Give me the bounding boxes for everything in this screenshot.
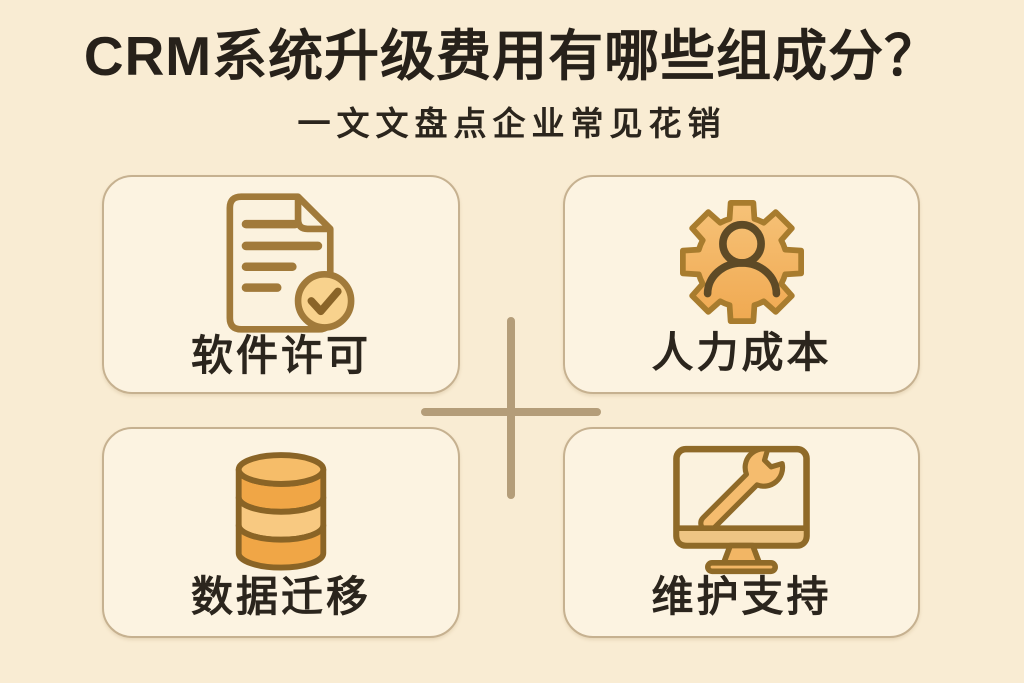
gear-person-icon [679,199,804,324]
card-icon-area [678,191,806,332]
plus-icon [507,317,515,499]
card-label: 人力成本 [651,329,832,376]
card-label: 维护支持 [651,573,832,620]
card-labor-cost: 人力成本 [563,175,920,394]
database-icon [235,451,327,570]
card-icon-area [205,191,357,335]
page-subtitle: 一文文盘点企业常见花销 [297,104,727,142]
card-icon-area [671,443,812,576]
card-data-migration: 数据迁移 [102,427,460,638]
document-check-icon [226,193,355,333]
page-title: CRM系统升级费用有哪些组成分？ [83,25,941,87]
card-label: 数据迁移 [190,573,371,620]
monitor-wrench-icon [673,445,810,575]
card-label: 软件许可 [190,332,371,379]
card-maintenance-support: 维护支持 [563,427,920,638]
card-icon-area [227,443,335,576]
card-software-license: 软件许可 [102,175,460,394]
header: CRM系统升级费用有哪些组成分？ 一文文盘点企业常见花销 [0,0,1024,145]
